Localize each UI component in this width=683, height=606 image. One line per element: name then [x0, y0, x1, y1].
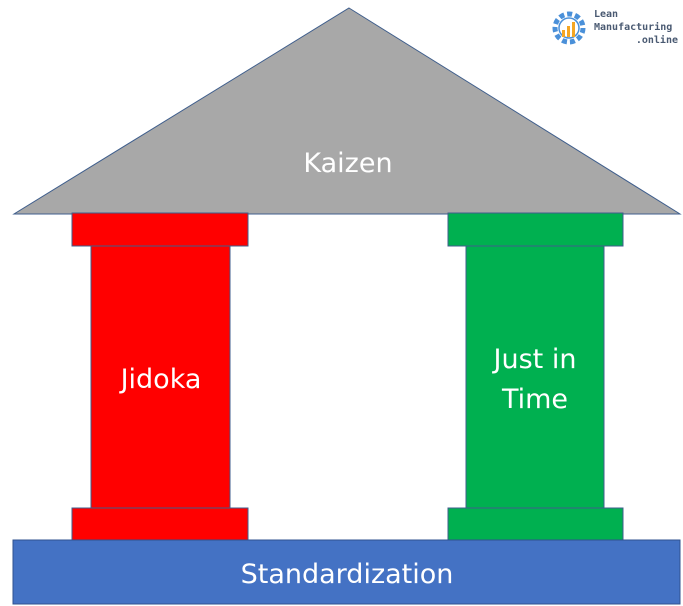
- roof-label: Kaizen: [303, 148, 392, 179]
- pillar-jit-plinth: [447, 507, 624, 541]
- logo-line-1: Lean: [594, 9, 618, 20]
- pillar-jidoka-plinth: [71, 507, 249, 541]
- pillar-jidoka-capital: [71, 212, 249, 247]
- pillar-jit-label-line-2: Time: [501, 384, 568, 415]
- logo-line-3: .online: [636, 34, 678, 46]
- pillar-jidoka-label: Jidoka: [119, 364, 202, 395]
- logo-line-2: Manufacturing: [594, 21, 672, 33]
- pillar-jit-label-line-1: Just in: [492, 344, 577, 375]
- pillar-jit-shaft: [465, 245, 605, 509]
- roof-kaizen: [12, 7, 682, 215]
- pillar-just-in-time: Just in Time: [447, 212, 624, 541]
- base-standardization: [12, 539, 681, 605]
- gear-chart-icon: [552, 11, 586, 45]
- base-label: Standardization: [241, 559, 454, 590]
- pillar-jidoka: Jidoka: [71, 212, 249, 541]
- pillar-jidoka-shaft: [90, 245, 231, 509]
- pillar-jit-capital: [447, 212, 624, 247]
- logo: Lean Manufacturing .online: [552, 9, 678, 46]
